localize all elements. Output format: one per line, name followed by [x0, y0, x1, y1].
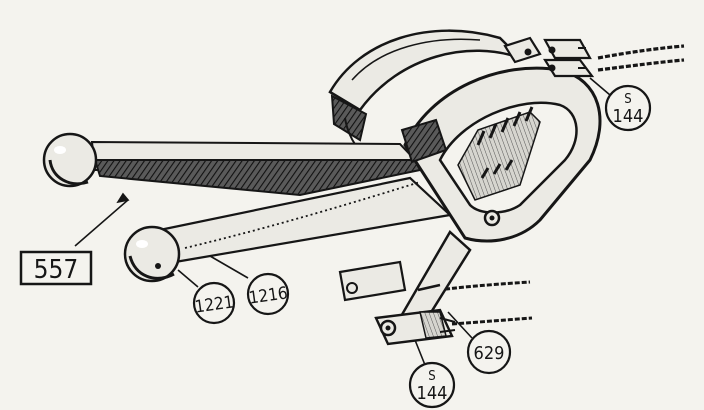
callout-1221: 1221 [192, 281, 236, 325]
callout-s144-top-prefix: S [624, 92, 631, 107]
lower-cables [437, 280, 533, 326]
front-sector-bracket [398, 66, 602, 332]
upper-lever-arm [90, 140, 423, 197]
upper-ball-knob [42, 132, 98, 188]
callout-557-text: 557 [34, 255, 79, 285]
callout-s144-bottom: S 144 [408, 361, 456, 409]
upper-cables [597, 44, 685, 72]
callout-629: 629 [466, 329, 512, 375]
callout-s144-bottom-number: 144 [417, 383, 448, 404]
callout-s144-top: S 144 [604, 84, 652, 132]
lower-pivot-links [338, 260, 456, 346]
callout-s144-bottom-prefix: S [428, 369, 435, 384]
callout-s144-top-number: 144 [613, 106, 644, 127]
lower-ball-knob [123, 225, 181, 283]
callout-557: 557 [19, 250, 93, 286]
callout-1216: 1216 [246, 272, 290, 316]
leader-lines [74, 77, 611, 366]
callout-629-text: 629 [474, 343, 505, 364]
upper-cable-fittings [503, 36, 595, 78]
